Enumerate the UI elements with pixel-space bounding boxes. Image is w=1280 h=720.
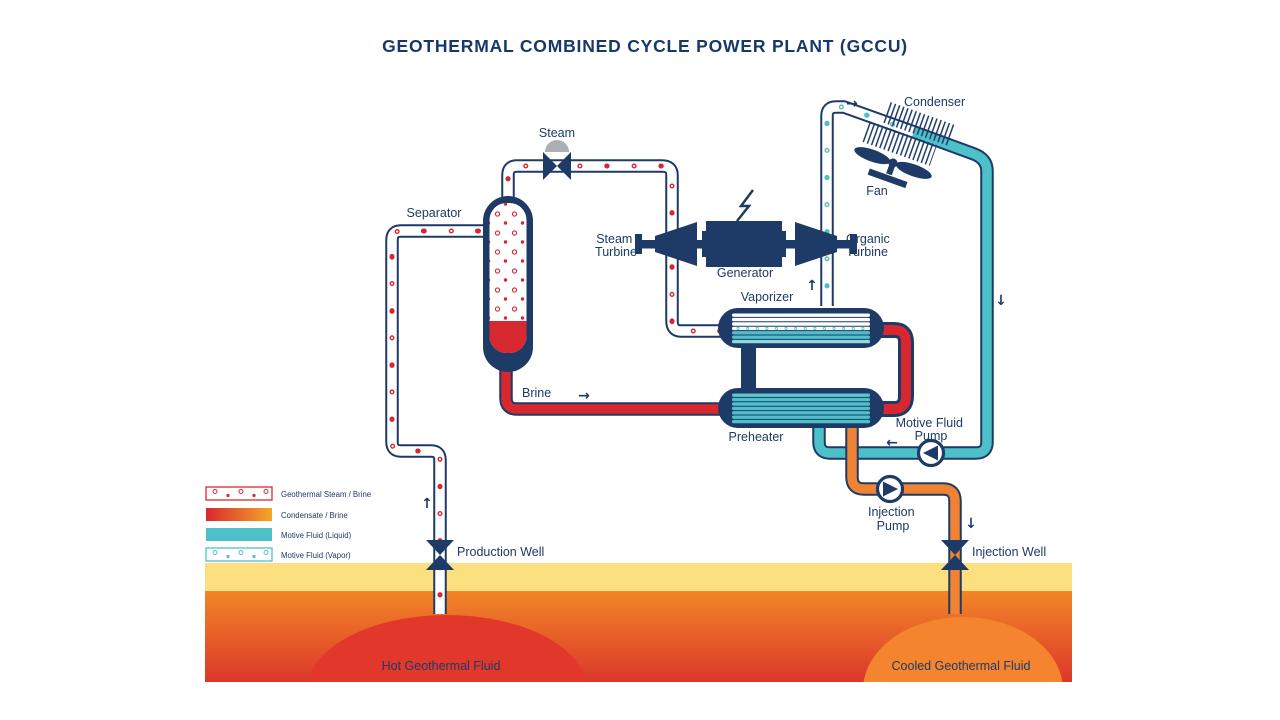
arrow-right-icon: → [846,96,858,112]
exchanger-connector [741,344,756,394]
generator [706,221,782,267]
valve-actuator-dome [545,140,569,152]
brine-label: Brine [522,386,551,400]
injection-pump-label: Injection Pump [868,505,918,533]
flow-arrows: ↑ ↑ → → ↓ ← ↓ [421,96,1007,532]
steam-label: Steam [539,126,575,140]
hot-geothermal-dome [307,615,587,682]
separator-brine-level [489,321,527,353]
organic-turbine [795,222,837,266]
separator [483,196,533,372]
injection-pump-icon [875,474,905,504]
production-well-valve [426,540,454,570]
organic-turbine-label: Organic Turbine [846,232,893,259]
pipes [392,107,987,614]
production-well-label: Production Well [457,545,544,559]
preheater-label: Preheater [729,430,784,444]
legend-swatch-motive-vapor [205,547,273,562]
legend-swatch-condensate-brine [206,508,272,521]
preheater [718,388,884,428]
cooled-geothermal-fluid-label: Cooled Geothermal Fluid [892,659,1031,673]
legend-label: Geothermal Steam / Brine [281,490,371,499]
legend: Geothermal Steam / Brine Condensate / Br… [205,486,371,562]
injection-well-label: Injection Well [972,545,1046,559]
legend-swatch-steam-brine [205,486,273,501]
arrow-down-icon: ↓ [995,293,1007,309]
arrow-up-icon: ↑ [421,496,433,512]
turbine-generator-unit [635,189,857,267]
arrow-down-icon: ↓ [965,516,977,532]
legend-label: Motive Fluid (Vapor) [281,551,351,560]
electricity-bolt-icon [736,189,754,222]
ground-yellow-layer [205,563,1072,591]
steam-valve [543,140,571,180]
vaporizer [718,308,884,348]
fan-label: Fan [866,184,888,198]
steam-turbine [655,222,697,266]
page-title: GEOTHERMAL COMBINED CYCLE POWER PLANT (G… [382,36,908,56]
steam-turbine-label: Steam Turbine [595,232,637,259]
motive-fluid-pump-icon [916,438,946,468]
fan-icon [854,147,932,189]
legend-swatch-motive-liquid [206,528,272,541]
legend-label: Motive Fluid (Liquid) [281,531,352,540]
legend-label: Condensate / Brine [281,511,348,520]
motive-fluid-pump-label: Motive Fluid Pump [896,416,967,443]
arrow-left-icon: ← [886,435,898,451]
hot-geothermal-fluid-label: Hot Geothermal Fluid [382,659,501,673]
arrow-right-icon: → [578,388,590,404]
condenser-label: Condenser [904,95,965,109]
cooled-geothermal-dome [863,617,1063,682]
labels: Steam Separator Steam Turbine Generator … [407,95,1047,559]
arrow-up-icon: ↑ [806,278,818,294]
generator-label: Generator [717,266,773,280]
vaporizer-label: Vaporizer [741,290,794,304]
separator-label: Separator [407,206,462,220]
condenser-fins-icon [861,101,957,166]
injection-well-valve [941,540,969,570]
ground: Hot Geothermal Fluid Cooled Geothermal F… [205,563,1072,682]
